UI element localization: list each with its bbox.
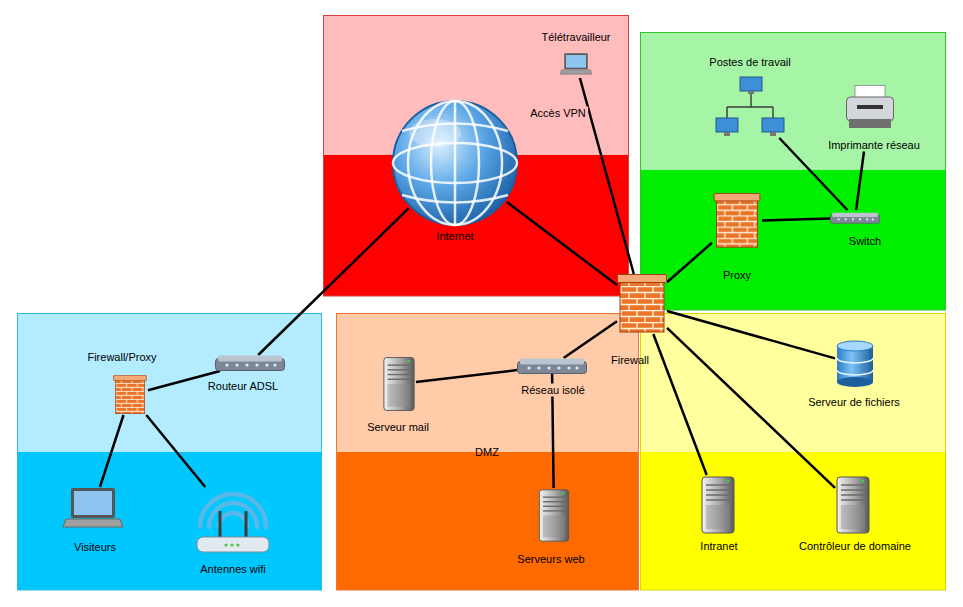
file-server: Serveur de fichiers [835,340,875,388]
firewall-icon [618,275,667,333]
wifi-icon [197,494,269,552]
network-link [564,321,617,358]
network-printer: Imprimante réseau [845,85,895,130]
mail-server: Serveur mail [382,355,416,413]
domain-controller: Contrôleur de domaine [835,475,871,535]
dmz-zone: DMZServeur mailRéseau isoléServeurs web [336,313,638,590]
yellow-zone [641,314,946,591]
router-icon [216,356,285,371]
node-label: Routeur ADSL [206,380,280,393]
node-label: Internet [434,230,475,243]
network-link [856,152,864,211]
node-label: Serveurs web [515,553,586,566]
server-icon [837,477,869,533]
switch: Switch [830,210,880,226]
node-label: Visiteurs [72,541,118,554]
node-label: Firewall [609,354,651,367]
green-zone [641,33,946,311]
network-link [667,328,835,488]
node-label: Firewall/Proxy [85,351,158,364]
network-link [580,78,634,274]
server-icon [702,477,734,533]
switch-icon [830,213,879,224]
node-label: Télétravailleur [539,31,612,44]
laptop-icon [560,53,592,74]
firewall-icon [714,193,760,247]
network-link [416,370,517,382]
isolated-switch: Réseau isolé [517,358,587,374]
network-link [507,202,617,285]
web-servers: Serveurs web [534,488,574,543]
node-label: Postes de travail [707,56,792,69]
workstations-icon [716,77,784,136]
network-link [146,415,205,487]
proxy-firewall: Proxy [712,193,762,249]
remote-worker: Télétravailleur [560,50,592,78]
node-label: Intranet [698,540,739,553]
node-label: Réseau isolé [519,384,587,397]
database-icon [837,341,873,387]
server-icon [539,490,568,541]
network-link [667,243,712,282]
network-link [100,415,124,487]
node-label: Proxy [721,269,753,282]
node-label: DMZ [473,446,501,459]
link-label: Accès VPN [528,107,588,120]
node-label: Imprimante réseau [826,139,922,152]
network-link [258,208,408,355]
firewall-icon [114,375,147,413]
globe-icon [393,101,517,225]
red-zone [324,16,629,297]
node-label: Contrôleur de domaine [797,540,913,553]
intranet-server: Intranet [700,475,736,535]
visitor-laptop: Visiteurs [62,487,124,529]
server-icon [384,358,414,411]
guest-firewall: Firewall/Proxy [112,375,148,415]
network-link [762,219,830,221]
wifi-antenna: Antennes wifi [196,487,270,555]
node-label: Serveur de fichiers [806,396,902,409]
main-firewall: Firewall [617,274,667,334]
printer-icon [847,86,894,129]
node-label: Antennes wifi [198,563,267,576]
network-link [653,334,706,475]
laptop-icon [63,488,123,527]
workstations: Postes de travail [715,76,785,138]
node-label: Serveur mail [365,421,431,434]
cyan-zone [18,314,322,591]
switch-icon [518,359,587,374]
adsl-router: Routeur ADSL [215,355,285,371]
orange-zone [337,314,639,591]
node-label: Switch [847,235,883,248]
internet-globe: Internet [390,98,520,228]
